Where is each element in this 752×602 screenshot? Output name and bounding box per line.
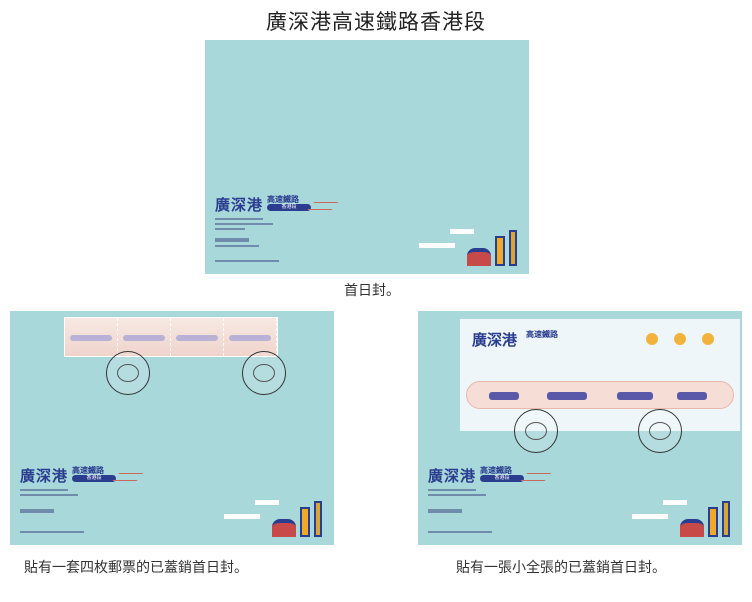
fine-print	[428, 509, 462, 513]
logo-sub-text: 高速鐵路	[72, 466, 104, 475]
stamp	[118, 318, 171, 356]
postmark	[514, 409, 558, 453]
station-dot	[674, 333, 686, 345]
tower-icon	[300, 507, 310, 537]
fine-print	[215, 260, 279, 262]
cloud-icon	[632, 514, 668, 519]
train-illustration	[466, 381, 734, 409]
cover-logo: 廣深港 高速鐵路 香港段	[20, 465, 144, 486]
page-title: 廣深港高速鐵路香港段	[266, 10, 486, 34]
logo-pill: 香港段	[267, 204, 311, 211]
cloud-icon	[450, 229, 474, 234]
stamped-cover-miniature-sheet: 廣深港 高速鐵路 廣深港 高速鐵路 香港段	[418, 311, 742, 545]
fine-print	[215, 223, 273, 225]
cloud-icon	[255, 500, 279, 505]
stamped-cover-four-stamps: 廣深港 高速鐵路 香港段	[10, 311, 334, 545]
fine-print	[215, 228, 245, 230]
building-icon	[467, 248, 491, 266]
fine-print	[215, 238, 249, 242]
fine-print	[428, 494, 486, 496]
stamp	[171, 318, 224, 356]
logo-sub-text: 高速鐵路	[267, 195, 299, 204]
sheet-logo-text: 廣深港	[472, 331, 518, 349]
fine-print	[20, 509, 54, 513]
logo-sub-text: 高速鐵路	[480, 466, 512, 475]
station-dot	[702, 333, 714, 345]
building-icon	[272, 519, 296, 537]
cloud-icon	[224, 514, 260, 519]
fine-print	[215, 218, 263, 220]
cover-logo: 廣深港 高速鐵路 香港段	[215, 194, 339, 215]
fine-print	[20, 489, 68, 491]
stamp	[65, 318, 118, 356]
cover-logo: 廣深港 高速鐵路 香港段	[428, 465, 552, 486]
tower-icon	[314, 501, 322, 537]
fine-print	[428, 489, 476, 491]
caption-miniature-sheet-cover: 貼有一張小全張的已蓋銷首日封。	[456, 560, 666, 576]
tower-icon	[509, 230, 517, 266]
fine-print	[428, 531, 492, 533]
tower-icon	[495, 236, 505, 266]
postmark	[242, 351, 286, 395]
cloud-icon	[663, 500, 687, 505]
fine-print	[20, 494, 78, 496]
logo-stripes	[112, 473, 144, 481]
miniature-sheet: 廣深港 高速鐵路	[460, 319, 740, 431]
fine-print	[20, 531, 84, 533]
caption-first-day-cover: 首日封。	[344, 283, 400, 299]
cloud-icon	[419, 243, 455, 248]
fine-print	[215, 245, 259, 247]
tower-icon	[722, 501, 730, 537]
logo-stripes	[307, 202, 339, 210]
building-icon	[680, 519, 704, 537]
logo-stripes	[520, 473, 552, 481]
postmark	[638, 409, 682, 453]
logo-main-text: 廣深港	[20, 467, 69, 485]
logo-pill: 香港段	[72, 475, 116, 482]
caption-four-stamps-cover: 貼有一套四枚郵票的已蓋銷首日封。	[24, 560, 248, 576]
first-day-cover: 廣深港 高速鐵路 香港段	[205, 40, 529, 274]
station-dot	[646, 333, 658, 345]
logo-pill: 香港段	[480, 475, 524, 482]
logo-main-text: 廣深港	[428, 467, 477, 485]
stamp	[224, 318, 277, 356]
sheet-logo-sub: 高速鐵路	[526, 330, 558, 339]
tower-icon	[708, 507, 718, 537]
postmark	[106, 351, 150, 395]
logo-main-text: 廣深港	[215, 196, 264, 214]
stamp-set	[64, 317, 278, 357]
